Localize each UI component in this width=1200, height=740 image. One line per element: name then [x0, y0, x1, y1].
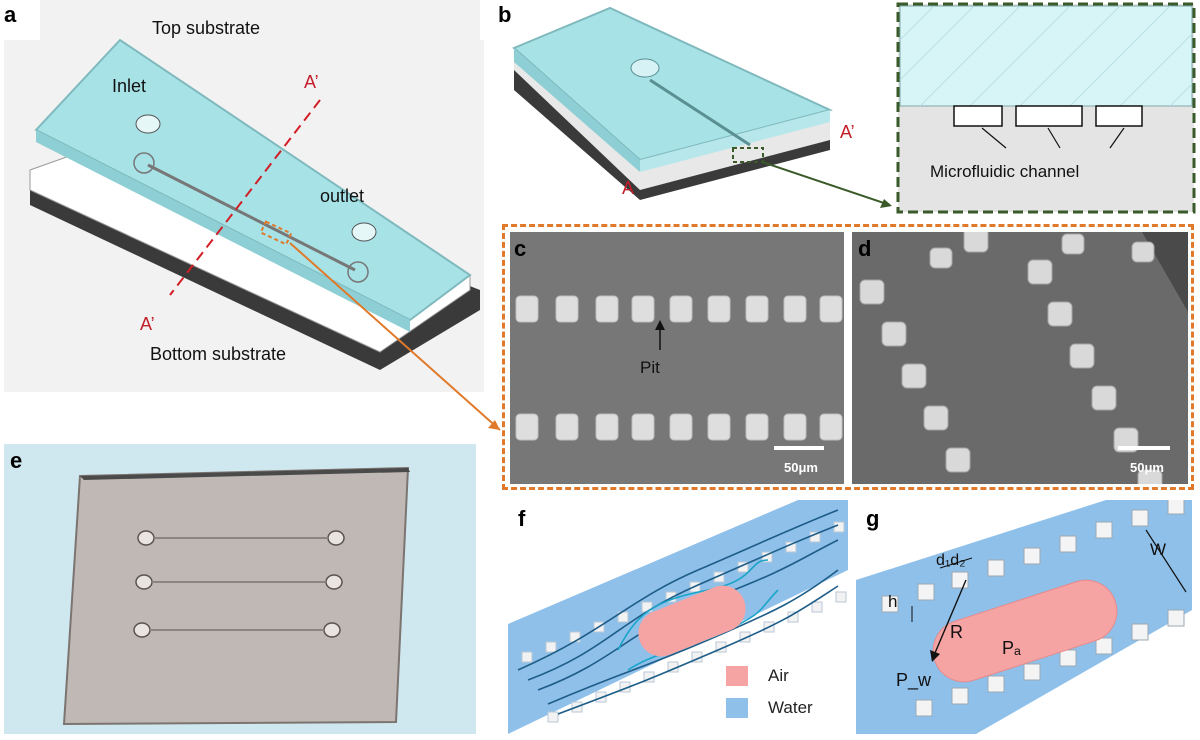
bottom-substrate-label: Bottom substrate	[150, 344, 287, 364]
legend-swatch-air	[726, 666, 748, 686]
legend-label-water: Water	[768, 698, 813, 717]
scale-label-d: 50μm	[1130, 460, 1164, 475]
photo-e-chip	[62, 466, 410, 726]
panel-label-b: b	[498, 2, 512, 27]
panel-label-a: a	[4, 2, 17, 27]
panel-label-g: g	[866, 506, 880, 531]
panel-a-device-drawing	[4, 0, 501, 431]
panel-b-cross-section-drawing	[512, 2, 1196, 214]
pw-label: P_w	[896, 670, 932, 690]
inlet-label: Inlet	[112, 76, 147, 96]
top-substrate-label: Top substrate	[152, 18, 261, 38]
panel-g-geometry-schematic	[856, 500, 1192, 734]
scale-label-c: 50μm	[784, 460, 818, 475]
panel-f-flow-schematic	[508, 500, 848, 734]
pa-label: Pₐ	[1002, 638, 1021, 658]
d1d2-label: d₁d₂	[936, 552, 966, 569]
legend-label-air: Air	[768, 666, 789, 685]
section-a-prime-label: A’	[840, 122, 855, 142]
section-top-label: A’	[304, 72, 319, 92]
r-label: R	[950, 622, 963, 642]
panel-label-c: c	[514, 236, 527, 261]
pit-label: Pit	[640, 358, 660, 377]
sem-frame	[502, 224, 1194, 490]
section-bottom-label: A’	[140, 314, 155, 334]
outlet-label: outlet	[320, 186, 365, 206]
legend-swatch-water	[726, 698, 748, 718]
sem-image-d	[852, 232, 1188, 484]
panel-label-f: f	[518, 506, 526, 531]
section-a-label: A	[622, 178, 635, 198]
h-label: h	[888, 592, 898, 611]
microfluidic-channel-label: Microfluidic channel	[930, 162, 1080, 181]
panel-label-d: d	[858, 236, 872, 261]
w-label: W	[1150, 540, 1167, 559]
panel-label-e: e	[10, 448, 23, 473]
sem-image-c	[510, 232, 844, 484]
